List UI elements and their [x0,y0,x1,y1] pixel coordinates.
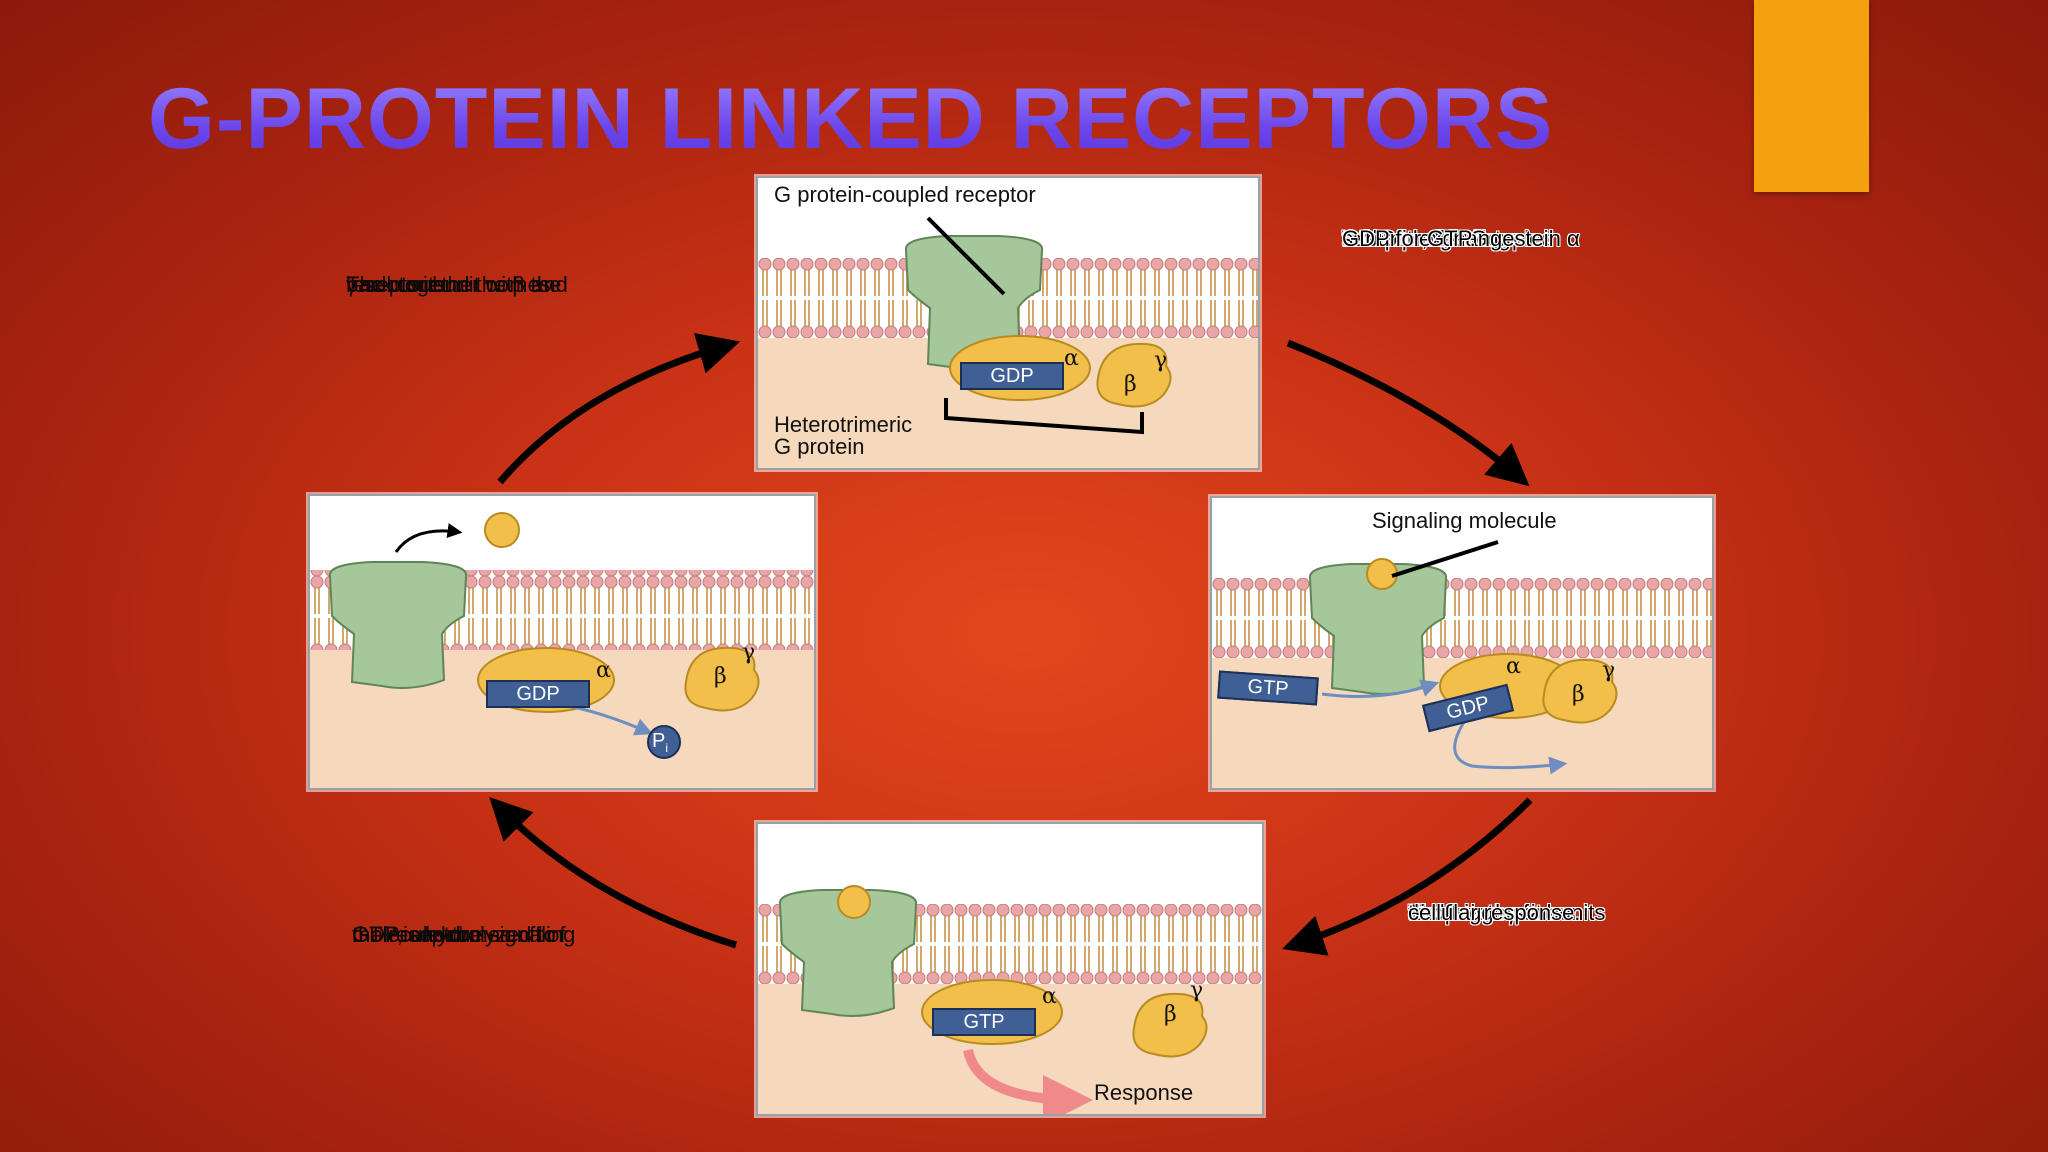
caption-bottom-left-line-3: molecule comes off of [352,922,566,947]
caption-top-left-line-2: back together with the [346,272,562,297]
accent-bar [1754,0,1869,192]
beta-gamma-left [684,646,760,712]
signaling-molecule-bottom [837,885,871,919]
receptor-left [328,561,467,689]
beta-gamma-bottom [1132,992,1208,1058]
alpha-label-bottom: α [1042,984,1057,1009]
beta-label-left: β [714,664,727,689]
caption-top-right-line-1: When a signaling [1342,226,1511,251]
caption-bottom-right-line-4: and triggers a [1408,900,1543,925]
response-label: Response [1094,1080,1194,1105]
caption-top-right-line-2: molecule binds to [1342,226,1514,251]
beta-label-bottom: β [1164,1002,1177,1027]
response-arrow [963,1048,1093,1114]
g-protein-label-line2: G protein [774,434,865,459]
beta-label-top: β [1124,372,1137,397]
caption-bottom-left-line-1: GTP is hydrolyzed to [352,922,556,947]
caption-bottom-right-line-3: the β and γ subunits [1408,900,1606,925]
caption-bottom-right-line-5: cellular response. [1408,900,1581,925]
panel-bottom-response: GTP α γ β Response [756,822,1264,1116]
beta-gamma-top [1096,342,1172,408]
gdp-box-top: GDP [960,362,1064,390]
panel-right-gtp-exchange: Signaling molecule GTP GDP α γ β [1210,496,1714,790]
panel-left-membrane [310,496,814,788]
slide-title: G-PROTEIN LINKED RECEPTORS [148,71,1554,167]
phosphate-label: Pi [652,730,668,755]
gamma-label-right: γ [1602,658,1616,683]
caption-top-left-line-3: receptor and the β and [346,272,568,297]
phosphate-circle [647,725,681,759]
caption-top-right-line-5: subunit exchanges [1342,226,1526,251]
release-arrow [394,523,463,553]
caption-bottom-right-line-2: dissociates from [1408,900,1567,925]
phosphate-symbol: P [652,730,666,752]
receptor-bottom [778,889,917,1017]
arrow-bottom-to-left [489,796,738,949]
gdp-box-left: GDP [486,680,590,708]
caption-top-right-line-3: the G protein-coupled [1342,226,1554,251]
alpha-label-right: α [1506,654,1521,679]
alpha-label-left: α [596,658,611,683]
alpha-label-top: α [1064,346,1079,371]
arrow-left-to-top [497,333,741,485]
gamma-label-bottom: γ [1190,978,1204,1003]
panel-left-hydrolysis: GDP α γ β Pi [308,494,816,790]
gamma-label-top: γ [1154,348,1168,373]
caption-top-left-line-1: The α subunit comes [346,272,551,297]
beta-gamma-right [1542,658,1618,724]
caption-top-left-line-4: γ subunits. [346,272,452,297]
g-protein-label-line1: Heterotrimeric [774,412,913,437]
gamma-label-left: γ [742,640,756,665]
panel-right-membrane [1212,498,1712,788]
caption-top-right-line-6: GDP for GTP. [1342,226,1476,251]
caption-top-right-line-4: receptor, the G protein α [1342,226,1580,251]
caption-bottom-left-line-2: GDP, and the signaling [352,922,576,947]
receptor-right [1308,563,1447,695]
caption-bottom-left-line-4: the receptor. [352,922,475,947]
arrow-top-to-right [1286,339,1530,487]
signaling-molecule-label: Signaling molecule [1372,508,1557,533]
receptor-label: G protein-coupled receptor [774,182,1036,207]
beta-label-right: β [1572,682,1585,707]
gtp-box-bottom: GTP [932,1008,1036,1036]
panel-top-gdp-bound: G protein-coupled receptor GDP α γ β Het… [756,176,1260,470]
caption-bottom-right-line-1: The α subunit [1408,900,1542,925]
arrow-right-to-bottom [1282,797,1533,956]
panel-bottom-membrane [758,824,1262,1114]
phosphate-subscript: i [665,741,669,755]
released-signaling-molecule [484,512,520,548]
